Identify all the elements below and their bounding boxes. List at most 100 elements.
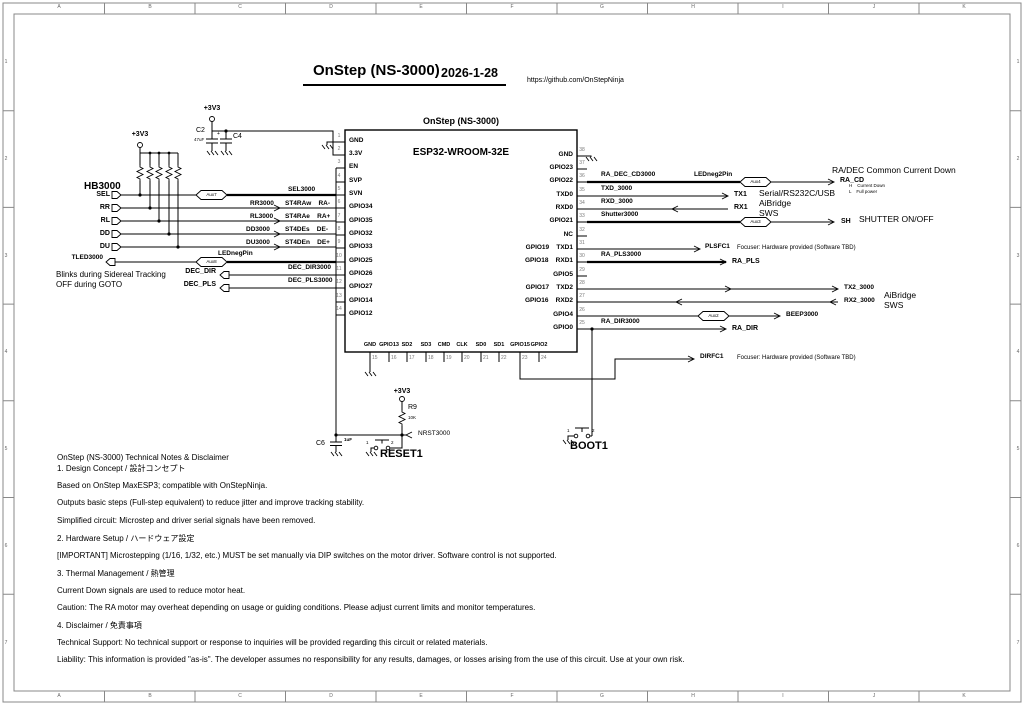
pin-number: 38: [579, 147, 585, 153]
cap-ref-c2: C2: [196, 127, 205, 134]
chip-part-number: ESP32-WROOM-32E: [412, 147, 510, 158]
pin-number: 5: [337, 186, 341, 192]
frame-col: D: [329, 4, 333, 10]
notes-line: Technical Support: No technical support …: [57, 638, 488, 647]
st4-label-raw: ST4RAw RA-: [285, 200, 331, 207]
blink-note-line2: OFF during GOTO: [56, 280, 123, 289]
frame-row: 5: [1016, 446, 1020, 452]
conn-pin-dec-pls: DEC_PLS: [183, 281, 216, 288]
junction-dots: [138, 129, 594, 437]
pin-number: 25: [579, 320, 585, 326]
pin-name: GPIO4: [553, 311, 573, 318]
chip-heading: OnStep (NS-3000): [422, 116, 500, 126]
pin-name: SD2: [401, 342, 413, 348]
frame-col: B: [148, 693, 152, 699]
serial-note-line1: Serial/RS232C/USB: [759, 188, 836, 198]
pin-name: GPIO23: [549, 164, 573, 171]
pin-name: CLK: [456, 342, 468, 348]
notes-line: 2. Hardware Setup / ハードウェア設定: [57, 534, 195, 543]
conn-pin-sel: SEL: [96, 191, 110, 198]
frame-col: G: [600, 4, 604, 10]
net-label-dec-dir3000: DEC_DIR3000: [288, 264, 331, 271]
ra-cd-heading: RA/DEC Common Current Down: [832, 165, 956, 175]
pin-name: TXD0: [556, 191, 573, 198]
pin-number: 16: [391, 355, 397, 361]
pin-number: 30: [579, 253, 585, 259]
pin-number: 36: [579, 173, 585, 179]
st4-label-rae: ST4RAe RA+: [285, 213, 331, 220]
frame-row: 6: [4, 543, 8, 549]
pin-name: GPIO18 RXD1: [524, 257, 573, 264]
title-underline: [303, 84, 506, 86]
net-label-rx2-3000: RX2_3000: [844, 297, 875, 304]
pin-name: GND: [349, 137, 364, 144]
pin-number: 28: [579, 280, 585, 286]
conn-pin-du: DU: [99, 243, 110, 250]
page-date: 2026-1-28: [441, 66, 498, 80]
pin-number: 9: [337, 239, 341, 245]
pin-name: GND: [363, 342, 377, 348]
net-label-dec-pls3000: DEC_PLS3000: [288, 277, 333, 284]
serial-note-line2: AiBridge: [759, 198, 792, 208]
button-pin2: 2: [391, 440, 394, 445]
pin-name: GPIO13: [379, 342, 399, 348]
pin-name: SD1: [493, 342, 505, 348]
net-label-rxd3000: RXD_3000: [601, 198, 633, 205]
pin-name: GPIO33: [349, 243, 373, 250]
pin-name: CMD: [437, 342, 451, 348]
ra-cd-note-low: L Full power: [849, 189, 878, 194]
pin-name: GPIO14: [349, 297, 373, 304]
net-label-plsfc1: PLSFC1: [705, 243, 730, 250]
aibridge-note-line1: AiBridge: [884, 290, 917, 300]
frame-row: 3: [4, 253, 8, 259]
net-label-rr3000: RR3000: [250, 200, 274, 207]
pin-number: 26: [579, 307, 585, 313]
button-pin1: 1: [366, 440, 369, 445]
pin-name: 3.3V: [349, 150, 363, 157]
net-label-tx2-3000: TX2_3000: [844, 284, 874, 291]
shutter-heading: SHUTTER ON/OFF: [859, 214, 934, 224]
resistor-value-r9: 10K: [408, 415, 417, 420]
st4-label-den: ST4DEn DE+: [285, 239, 330, 246]
frame-col: B: [148, 4, 152, 10]
pin-name: GPIO21: [549, 217, 573, 224]
pin-number: 4: [337, 173, 341, 179]
pin-name: NC: [563, 231, 573, 238]
net-label-ra-dir: RA_DIR: [732, 325, 759, 332]
frame-col: K: [962, 693, 966, 699]
button-pin1: 1: [567, 428, 570, 433]
pin-name: GPIO17 TXD2: [525, 284, 573, 291]
net-label-rx1: RX1: [734, 204, 748, 211]
pin-name: GPIO19 TXD1: [525, 244, 573, 251]
page-title: OnStep (NS-3000): [313, 62, 440, 79]
net-label-ra-pls3000: RA_PLS3000: [601, 251, 642, 258]
pin-name: GPIO12: [349, 310, 373, 317]
pin-number: 22: [501, 355, 507, 361]
pin-number: 8: [337, 226, 341, 232]
net-label-ra-pls: RA_PLS: [732, 258, 760, 265]
pin-number: 12: [336, 279, 342, 285]
pin-name: GPIO32: [349, 230, 373, 237]
pin-name: GPIO5: [553, 271, 573, 278]
pin-name: GPIO16 RXD2: [524, 297, 573, 304]
net-tag-aux7: Aux7: [206, 192, 217, 197]
pin-name: GPIO35: [349, 217, 373, 224]
frame-row: 3: [1016, 253, 1020, 259]
button-pin2: 2: [592, 428, 595, 433]
blink-note-line1: Blinks during Sidereal Tracking: [56, 270, 166, 279]
frame-col: I: [782, 693, 784, 699]
pin-number: 14: [336, 306, 342, 312]
pin-number: 15: [372, 355, 378, 361]
net-label-dirfc1: DIRFC1: [700, 353, 724, 360]
notes-line: Outputs basic steps (Full-step equivalen…: [57, 498, 365, 507]
net-label-txd3000: TXD_3000: [601, 185, 633, 192]
pin-name: RXD0: [555, 204, 573, 211]
net-label-du3000: DU3000: [246, 239, 270, 246]
pin-number: 3: [337, 159, 341, 165]
pin-number: 1: [337, 133, 341, 139]
net-label-dd3000: DD3000: [246, 226, 270, 233]
cap-polarity-plus: +: [217, 131, 220, 137]
net-label-shutter3000: Shutter3000: [601, 211, 639, 218]
